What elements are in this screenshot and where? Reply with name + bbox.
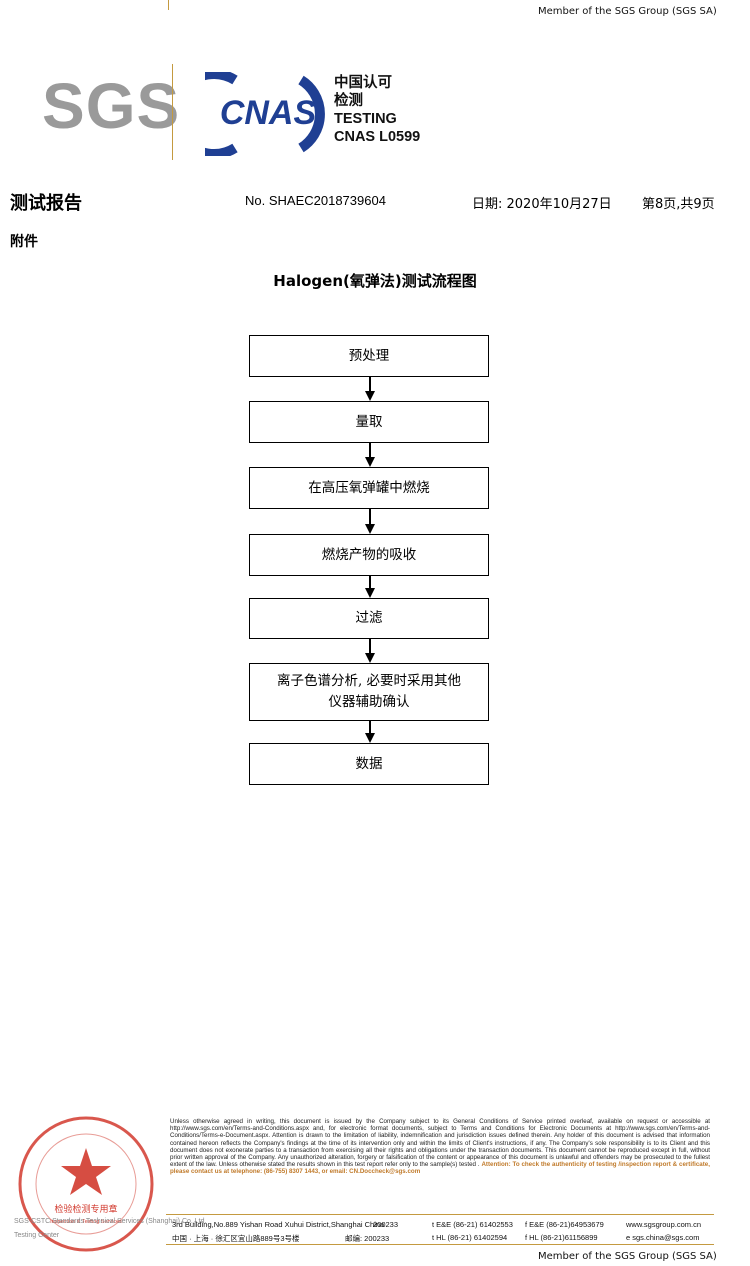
legal-disclaimer: Unless otherwise agreed in writing, this… [170,1118,710,1176]
seal-en-text: Inspection & Testing Services [50,1219,122,1225]
report-date: 日期: 2020年10月27日 [472,197,612,212]
disclaimer-text: Unless otherwise agreed in writing, this… [170,1118,710,1169]
flow-step-label-line-1: 离子色谱分析, 必要时采用其他 [276,673,462,689]
footer-bottom-rule [166,1244,714,1245]
flow-step-label: 预处理 [348,347,390,364]
flow-arrow [365,721,375,743]
official-seal: 检验检测专用章 Inspection & Testing Services [18,1116,154,1252]
member-text-bottom: Member of the SGS Group (SGS SA) [538,1251,717,1262]
flow-arrow [365,509,375,534]
flow-step-data: 数据 [249,743,489,785]
cnas-line-3: TESTING [334,111,397,127]
tel-en: t E&E (86-21) 61402553 [432,1220,513,1229]
page-indicator: 第8页,共9页 [642,197,715,212]
authenticity-notice: Attention: To check the authenticity of … [170,1161,710,1176]
report-number: No. SHAEC2018739604 [245,193,386,208]
seal-text: 检验检测专用章 [54,1203,117,1215]
fax-cn: f HL (86-21)61156899 [525,1233,598,1242]
tel-cn: t HL (86-21) 61402594 [432,1233,508,1242]
seal-org-text: SGS-CSTC Standards Technical Services (S… [14,1218,207,1225]
footer-rule [166,1214,714,1215]
flow-step-pretreatment: 预处理 [249,335,489,377]
cnas-logo-text: CNAS [220,94,317,132]
flow-step-combustion: 在高压氧弹罐中燃烧 [249,467,489,509]
flow-step-label: 过滤 [355,610,383,626]
flow-arrow [365,576,375,598]
seal-center-text: Testing Center [14,1232,60,1239]
cnas-line-1: 中国认可 [334,75,392,91]
fax-en: f E&E (86-21)64953679 [525,1220,604,1229]
cnas-logo: CNAS [205,72,325,156]
report-title: 测试报告 [10,193,82,214]
member-text-top: Member of the SGS Group (SGS SA) [538,6,717,17]
attachment-label: 附件 [10,234,38,250]
cnas-line-4: CNAS L0599 [334,129,421,145]
flow-step-ion-chromatography: 离子色谱分析, 必要时采用其他 仪器辅助确认 [249,663,489,721]
email: e sgs.china@sgs.com [626,1233,700,1242]
flow-step-measure: 量取 [249,401,489,443]
zip-en: 200233 [373,1220,399,1229]
cnas-line-2: 检测 [334,93,363,109]
flow-arrow [365,377,375,401]
address-cn: 中国 · 上海 · 徐汇区宜山路889号3号楼 [172,1234,300,1243]
zip-cn: 邮编: 200233 [345,1234,390,1243]
flow-step-label: 数据 [355,755,383,772]
logo-divider [172,64,173,160]
top-rule [168,0,169,10]
flow-step-absorption: 燃烧产物的吸收 [249,534,489,576]
flow-step-label: 在高压氧弹罐中燃烧 [308,479,430,496]
flow-step-label: 量取 [355,413,383,430]
flow-arrow [365,639,375,663]
address-en: 3rd Building,No.889 Yishan Road Xuhui Di… [172,1220,385,1229]
sgs-logo: SGS [42,70,181,142]
seal-star-icon [61,1148,111,1195]
flow-step-label-line-2: 仪器辅助确认 [328,694,410,710]
flow-step-filtration: 过滤 [249,598,489,639]
website: www.sgsgroup.com.cn [626,1220,702,1229]
flowchart-title: Halogen(氧弹法)测试流程图 [273,272,477,290]
flow-arrow [365,443,375,467]
flow-step-label: 燃烧产物的吸收 [321,546,417,563]
cnas-accreditation: 中国认可 检测 TESTING CNAS L0599 [334,74,420,146]
